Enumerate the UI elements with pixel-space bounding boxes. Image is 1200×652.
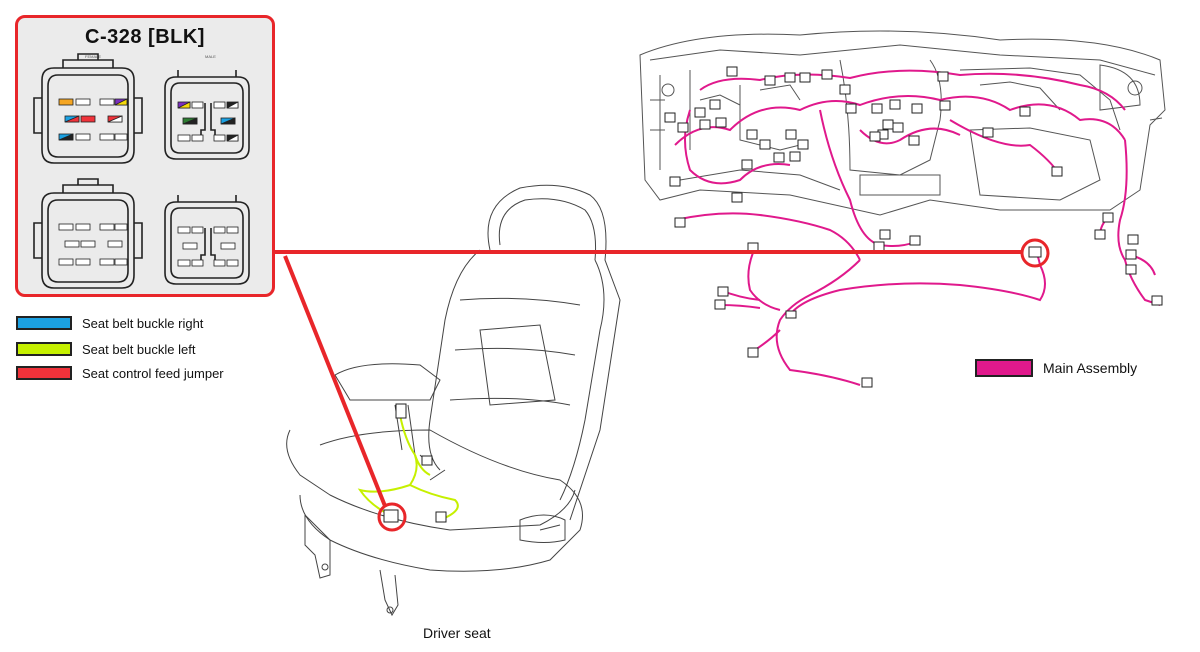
main-assembly-legend: Main Assembly <box>975 359 1175 379</box>
seat-belt-buckle-left-harness <box>357 414 459 521</box>
connector-detail-panel: C-328 [BLK] FEMALE MALE <box>15 15 275 297</box>
legend-item: Seat belt buckle left <box>16 342 316 358</box>
male-label: MALE <box>205 54 216 59</box>
female-label: FEMALE <box>85 54 102 59</box>
legend-label: Seat belt buckle right <box>82 316 204 331</box>
main-assembly-harness <box>674 69 1161 386</box>
driver-seat-line-art <box>286 184 621 617</box>
dash-connector-highlight <box>1020 238 1050 268</box>
seat-connectors <box>383 403 447 523</box>
seat-connector-highlight <box>377 502 407 532</box>
seat-caption: Driver seat <box>423 625 491 641</box>
legend-label: Seat belt buckle left <box>82 342 196 357</box>
connector-faces <box>33 53 250 289</box>
connector-title: C-328 [BLK] <box>85 26 205 48</box>
legend-label: Seat control feed jumper <box>82 366 224 381</box>
legend-item: Seat belt buckle right <box>16 316 316 332</box>
legend-swatch <box>16 316 72 330</box>
connector-callout <box>275 250 1022 507</box>
legend-item: Seat control feed jumper <box>16 366 316 382</box>
legend-swatch <box>16 342 72 356</box>
legend-label: Main Assembly <box>1043 360 1138 376</box>
harness-connectors <box>664 66 1163 388</box>
legend-swatch <box>975 359 1033 377</box>
legend-swatch <box>16 366 72 380</box>
